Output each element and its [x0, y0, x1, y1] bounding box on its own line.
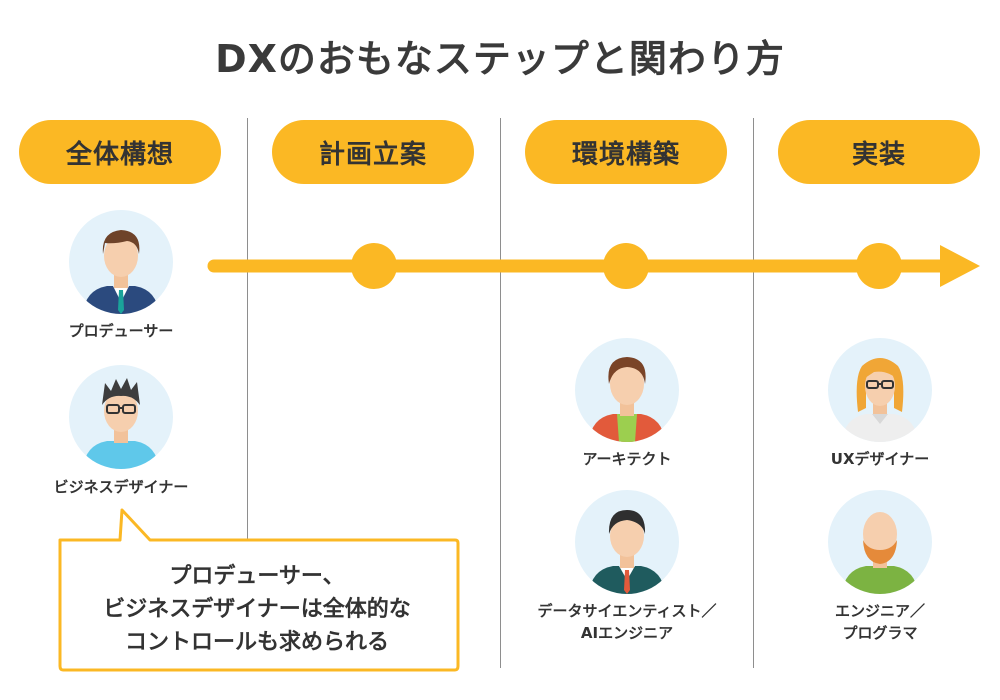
timeline-arrowhead	[940, 245, 980, 287]
role-data-scientist-line1: データサイエンティスト／	[537, 602, 717, 620]
architect-avatar	[575, 338, 679, 442]
role-ux-designer: UXデザイナー	[830, 450, 930, 468]
column-divider	[500, 118, 501, 668]
ux-designer-avatar	[828, 338, 932, 442]
business-designer-avatar	[69, 365, 173, 469]
callout-line1: プロデューサー、	[169, 564, 345, 589]
role-data-scientist: データサイエンティスト／ AIエンジニア	[517, 600, 737, 644]
column-divider	[753, 118, 754, 668]
role-engineer-line1: エンジニア／	[834, 602, 925, 620]
role-producer: プロデューサー	[68, 322, 174, 340]
timeline-node	[856, 243, 902, 289]
engineer-avatar	[828, 490, 932, 594]
callout-line2: ビジネスデザイナーは全体的な	[103, 597, 411, 622]
callout-text: プロデューサー、 ビジネスデザイナーは全体的な コントロールも求められる	[62, 560, 452, 659]
step-pill-environment-build: 環境構築	[525, 120, 727, 184]
role-architect: アーキテクト	[582, 450, 672, 468]
role-data-scientist-line2: AIエンジニア	[580, 624, 674, 642]
callout-line3: コントロールも求められる	[124, 630, 389, 655]
data-scientist-avatar	[575, 490, 679, 594]
step-pill-planning: 計画立案	[272, 120, 474, 184]
step-pill-implementation: 実装	[778, 120, 980, 184]
role-engineer-line2: プログラマ	[842, 624, 918, 642]
role-engineer: エンジニア／ プログラマ	[770, 600, 990, 644]
page-title: DXのおもなステップと関わり方	[215, 37, 785, 81]
producer-avatar	[69, 210, 173, 314]
timeline-node	[603, 243, 649, 289]
step-pill-overall-concept: 全体構想	[19, 120, 221, 184]
timeline-node	[351, 243, 397, 289]
role-business-designer: ビジネスデザイナー	[53, 478, 189, 496]
column-divider	[247, 118, 248, 668]
